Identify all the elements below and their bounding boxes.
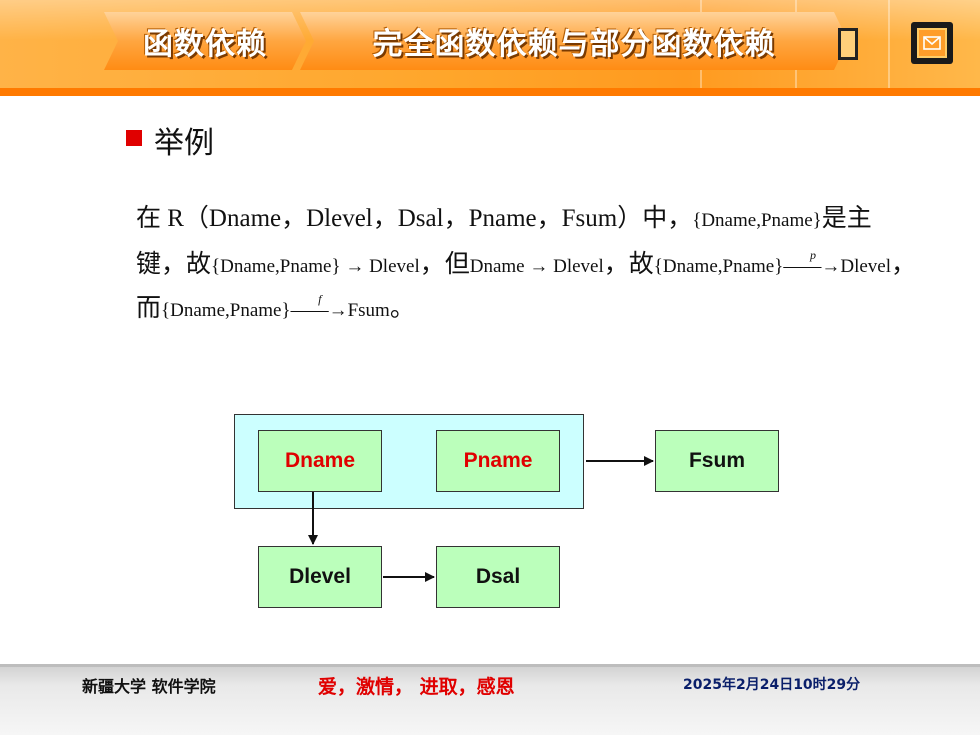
breadcrumb-section[interactable]: 函数依赖 <box>104 12 306 70</box>
line2-fd2: Dname → Dlevel <box>469 256 604 277</box>
line1-prefix: 在 R（Dname，Dlevel，Dsal，Pname，Fsum）中， <box>136 205 693 232</box>
node-fsum: Fsum <box>655 430 779 492</box>
footer-datetime: 2025年2月24日10时29分 <box>683 677 861 693</box>
line2-end: ， <box>891 251 917 278</box>
node-dlevel: Dlevel <box>258 546 382 608</box>
breadcrumb-topic[interactable]: 完全函数依赖与部分函数依赖 <box>300 12 848 70</box>
line3-end: 。 <box>389 295 415 322</box>
line2-fd3-right: Dlevel <box>840 256 892 277</box>
line2-sep2: ，故 <box>603 251 654 278</box>
example-line-3: 而{Dname,Pname}f——→Fsum。 <box>136 288 916 324</box>
footer-motto: 爱，激情， 进取，感恩 <box>318 676 515 698</box>
node-dsal: Dsal <box>436 546 560 608</box>
line1-suffix: 是主 <box>821 205 872 232</box>
footer-bar <box>0 664 980 735</box>
line3-fd-right: Fsum <box>347 300 390 321</box>
node-dname: Dname <box>258 430 382 492</box>
line1-key: {Dname,Pname} <box>692 210 822 231</box>
line2-fd3-left: {Dname,Pname} <box>653 256 784 277</box>
full-dependency-arrow: f——→ <box>290 292 348 321</box>
mail-button[interactable] <box>911 22 953 64</box>
partial-dependency-label: p <box>810 248 817 262</box>
node-pname: Pname <box>436 430 560 492</box>
nav-box-icon[interactable] <box>838 28 858 60</box>
envelope-icon <box>917 28 947 58</box>
example-line-2: 键，故{Dname,Pname} → Dlevel，但Dname → Dleve… <box>136 244 916 280</box>
footer-school: 新疆大学 软件学院 <box>82 677 216 696</box>
partial-dependency-arrow: p——→ <box>783 248 841 277</box>
example-line-1: 在 R（Dname，Dlevel，Dsal，Pname，Fsum）中，{Dnam… <box>136 198 916 234</box>
section-heading: 举例 <box>154 126 214 161</box>
line3-start: 而 <box>136 295 162 322</box>
line2-sep1: ，但 <box>419 251 470 278</box>
header-stripe <box>0 88 980 96</box>
line2-start: 键，故 <box>136 251 212 278</box>
breadcrumb-section-label: 函数依赖 <box>143 27 267 62</box>
line2-fd1: {Dname,Pname} → Dlevel <box>211 256 420 277</box>
header-divider <box>888 0 890 88</box>
full-dependency-label: f <box>318 292 322 306</box>
line3-fd-left: {Dname,Pname} <box>161 300 291 321</box>
footer-divider <box>0 664 980 667</box>
bullet-square-icon <box>126 130 142 146</box>
breadcrumb-topic-label: 完全函数依赖与部分函数依赖 <box>372 27 776 62</box>
